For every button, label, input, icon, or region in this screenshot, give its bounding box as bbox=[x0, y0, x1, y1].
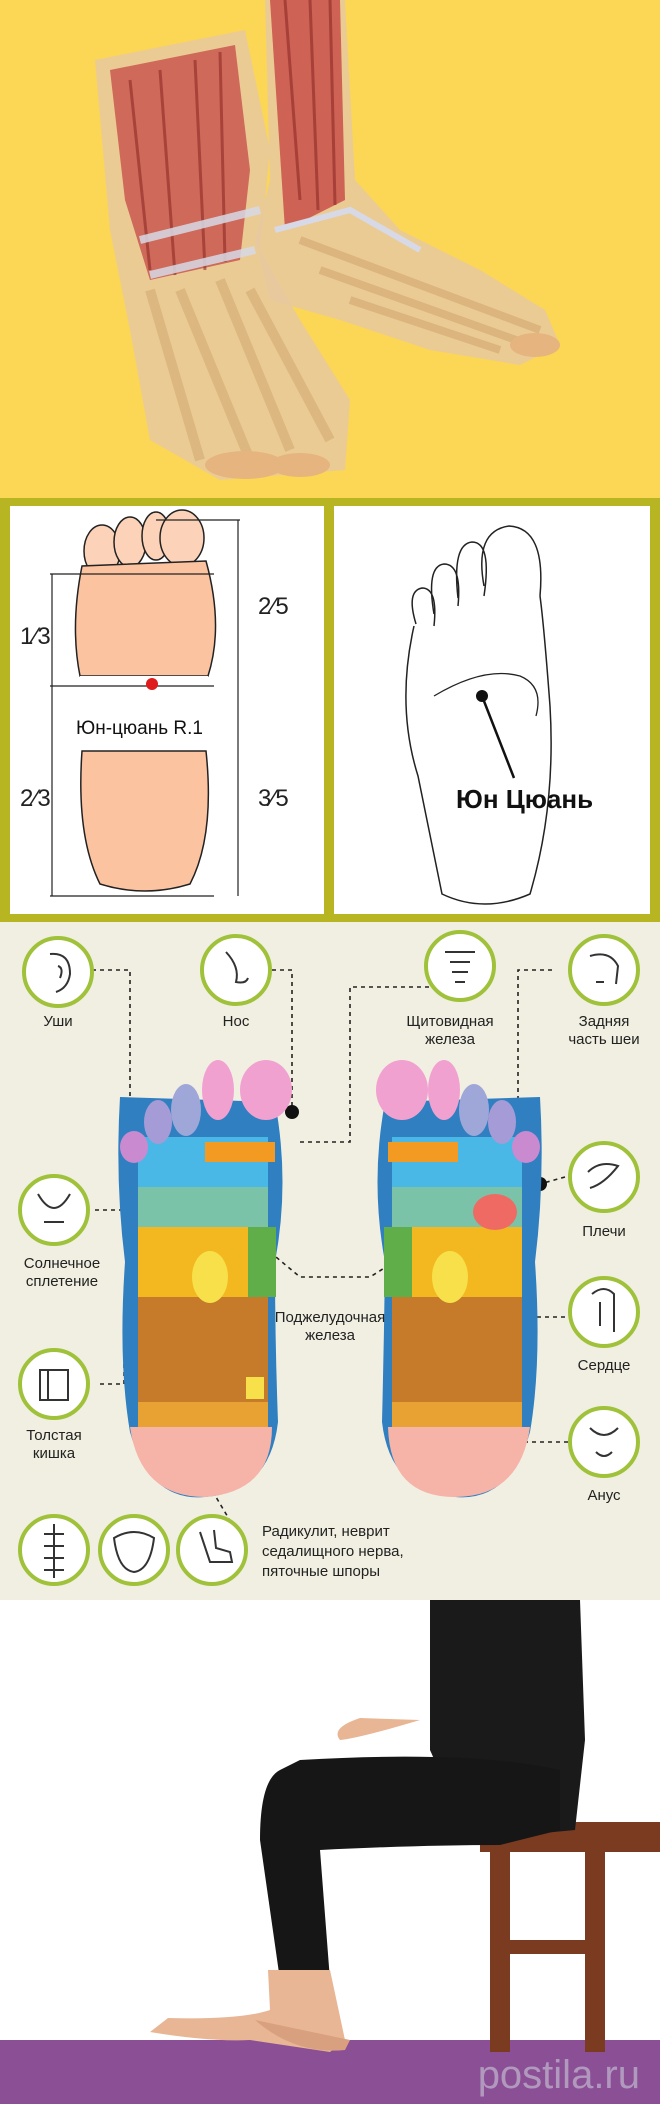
heart-icon bbox=[568, 1276, 640, 1348]
thyroid-icon bbox=[424, 930, 496, 1002]
label-heart: Сердце bbox=[578, 1357, 631, 1374]
yun-quan-point-panel: 1⁄3 2⁄3 2⁄5 3⁄5 Юн-цюань R.1 bbox=[0, 498, 660, 922]
heel-icon bbox=[176, 1514, 248, 1586]
ears-icon bbox=[22, 936, 94, 1008]
point-label-left: Юн-цюань R.1 bbox=[76, 718, 203, 739]
seated-person bbox=[150, 1600, 585, 2052]
point-location-diagram: Юн Цюань bbox=[405, 525, 593, 905]
right-foot-reflex-zones bbox=[376, 1060, 542, 1498]
side-foot-illustration bbox=[255, 0, 560, 365]
neck-icon bbox=[568, 934, 640, 1006]
fraction-two-fifths: 2⁄5 bbox=[258, 593, 289, 620]
label-neck-line2: часть шеи bbox=[568, 1031, 639, 1048]
proportions-diagram-card: 1⁄3 2⁄3 2⁄5 3⁄5 Юн-цюань R.1 bbox=[10, 506, 324, 914]
fraction-three-fifths: 3⁄5 bbox=[258, 785, 289, 812]
proportions-diagram: 1⁄3 2⁄3 2⁄5 3⁄5 Юн-цюань R.1 bbox=[20, 509, 289, 897]
exercise-photo-panel: postila.ru bbox=[0, 1600, 660, 2104]
left-foot-reflex-zones bbox=[118, 1060, 292, 1498]
foot-anatomy-panel bbox=[0, 0, 660, 498]
point-location-card: Юн Цюань bbox=[334, 506, 650, 914]
label-pancreas-line2: железа bbox=[305, 1327, 356, 1344]
label-anus: Анус bbox=[587, 1487, 621, 1504]
shoulders-icon bbox=[568, 1141, 640, 1213]
label-solar-line1: Солнечное bbox=[24, 1255, 101, 1272]
colon-icon bbox=[18, 1348, 90, 1420]
label-colon-line1: Толстая bbox=[26, 1427, 81, 1444]
label-nose: Нос bbox=[223, 1013, 250, 1030]
seated-foot-exercise-photo: postila.ru bbox=[0, 1600, 660, 2104]
reflexology-map-panel: Уши Нос Щитовидная железа Задняя часть ш… bbox=[0, 922, 660, 1600]
fraction-two-thirds: 2⁄3 bbox=[20, 785, 51, 812]
front-foot-illustration bbox=[95, 30, 350, 480]
fraction-one-third: 1⁄3 bbox=[20, 623, 51, 650]
watermark: postila.ru bbox=[478, 2053, 640, 2097]
reflexology-map: Уши Нос Щитовидная железа Задняя часть ш… bbox=[18, 930, 640, 1586]
point-label-right: Юн Цюань bbox=[456, 784, 593, 814]
yong-quan-point-marker bbox=[146, 678, 158, 690]
label-ears: Уши bbox=[43, 1013, 72, 1030]
foot-anatomy-illustration bbox=[95, 0, 560, 480]
label-shoulders: Плечи bbox=[582, 1223, 626, 1240]
label-pancreas-line1: Поджелудочная bbox=[275, 1309, 386, 1326]
label-sciatica-line3: пяточные шпоры bbox=[262, 1563, 380, 1580]
wooden-stool bbox=[480, 1822, 660, 2052]
label-neck-line1: Задняя bbox=[579, 1013, 630, 1030]
label-sciatica-line2: седалищного нерва, bbox=[262, 1543, 404, 1560]
label-thyroid-line1: Щитовидная bbox=[406, 1013, 493, 1030]
label-sciatica-line1: Радикулит, неврит bbox=[262, 1523, 390, 1540]
label-colon-line2: кишка bbox=[33, 1445, 76, 1462]
label-solar-line2: сплетение bbox=[26, 1273, 98, 1290]
label-thyroid-line2: железа bbox=[425, 1031, 476, 1048]
pelvis-icon bbox=[98, 1514, 170, 1586]
anus-icon bbox=[568, 1406, 640, 1478]
solar-plexus-icon bbox=[18, 1174, 90, 1246]
